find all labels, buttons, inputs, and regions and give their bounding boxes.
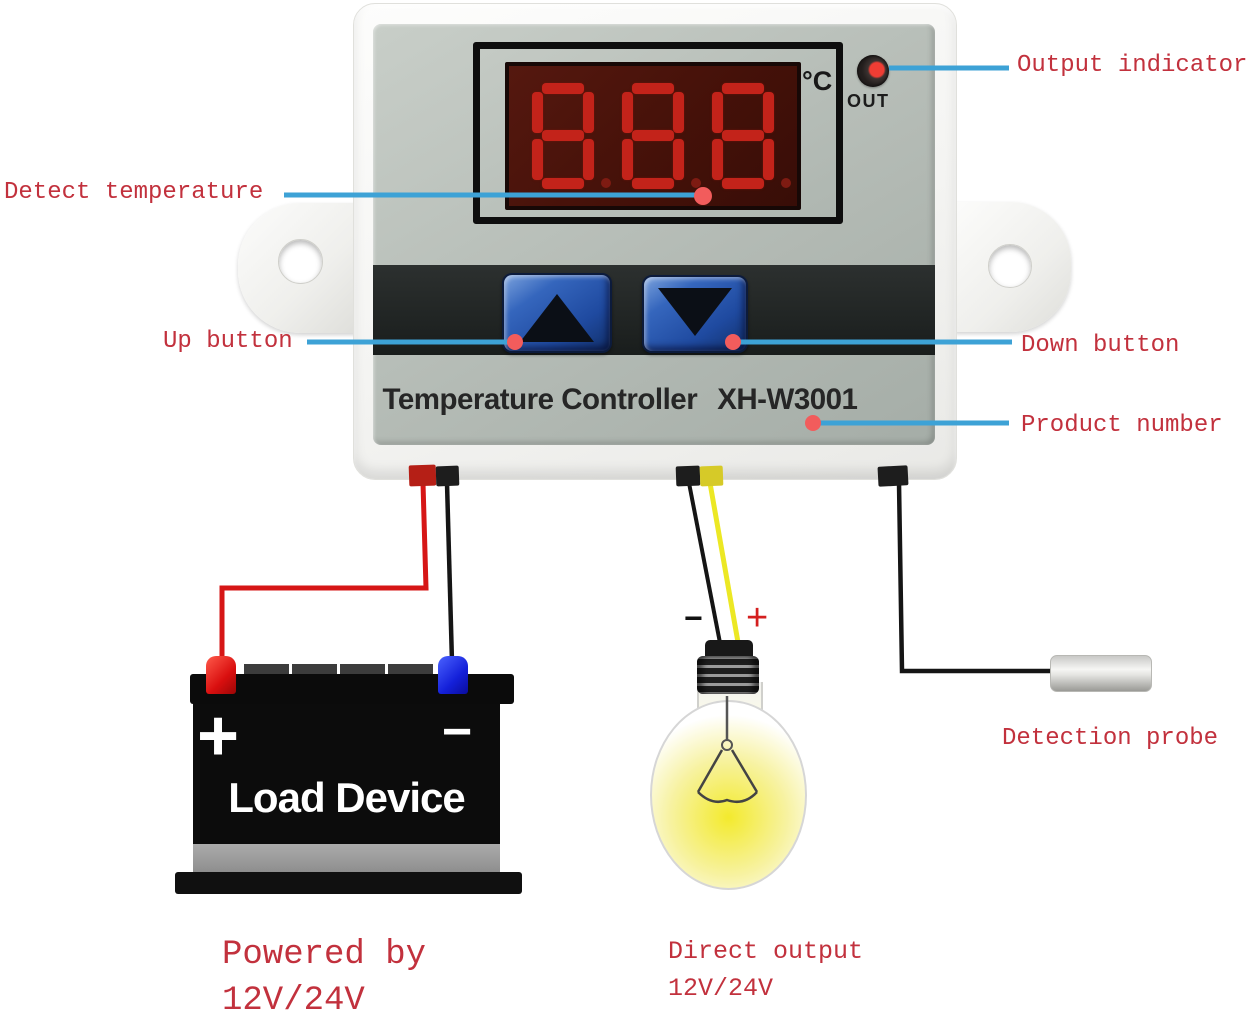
- battery-positive-terminal: [206, 656, 236, 694]
- label-down-button: Down button: [1021, 332, 1180, 359]
- bulb-minus-sign: −: [684, 600, 703, 636]
- label-detect-temperature: Detect temperature: [4, 179, 264, 206]
- bulb-screw-threads: [697, 656, 759, 694]
- label-output-indicator: Output indicator: [1017, 52, 1248, 79]
- powered-by-line2: 12V/24V: [222, 982, 365, 1020]
- down-arrow-icon: [658, 288, 732, 336]
- out-label: OUT: [847, 91, 890, 111]
- label-powered-by: Powered by 12V/24V: [222, 932, 426, 1022]
- terminal-power-red: [408, 464, 437, 487]
- decimal-point: [691, 178, 701, 188]
- battery-gray-band: [193, 844, 500, 872]
- mounting-ear-left: [238, 203, 362, 333]
- terminal-output-black: [675, 465, 701, 487]
- battery-negative-terminal: [438, 656, 468, 694]
- terminal-output-yellow: [699, 465, 724, 487]
- celsius-unit-label: °C: [802, 66, 833, 96]
- decimal-point: [781, 178, 791, 188]
- device-title-row: Temperature Controller XH-W3001: [339, 383, 901, 417]
- battery-minus-sign: −: [442, 703, 473, 761]
- battery-body: [193, 704, 500, 844]
- decimal-point: [601, 178, 611, 188]
- temperature-display: [505, 62, 801, 210]
- up-button[interactable]: [502, 273, 612, 353]
- screw-hole-right: [988, 244, 1032, 288]
- label-up-button: Up button: [163, 328, 293, 355]
- detection-probe: [1050, 655, 1152, 692]
- product-number-text: XH-W3001: [717, 383, 858, 416]
- light-bulb: [650, 700, 807, 890]
- display-digit: [532, 83, 611, 189]
- label-direct-output: Direct output 12V/24V: [668, 933, 863, 1007]
- label-detection-probe: Detection probe: [1002, 725, 1219, 752]
- up-arrow-icon: [520, 294, 594, 342]
- battery-base: [175, 872, 522, 894]
- device-title: Temperature Controller: [382, 383, 698, 416]
- output-indicator-led: [857, 55, 889, 87]
- powered-by-line1: Powered by: [222, 936, 427, 974]
- down-button[interactable]: [642, 275, 748, 353]
- display-digit: [712, 83, 791, 189]
- bulb-wire-yellow: [707, 482, 742, 649]
- power-wire-black: [444, 482, 455, 663]
- mounting-ear-right: [953, 202, 1071, 332]
- probe-wire-black: [896, 482, 1052, 674]
- terminal-power-black: [435, 465, 460, 487]
- power-wire-red: [219, 482, 429, 662]
- bulb-plus-sign: +: [746, 597, 769, 639]
- screw-hole-left: [278, 239, 323, 284]
- battery-plus-sign: +: [197, 696, 240, 776]
- direct-output-line2: 12V/24V: [668, 974, 774, 1003]
- label-product-number: Product number: [1021, 412, 1223, 439]
- terminal-probe-black: [877, 465, 909, 487]
- direct-output-line1: Direct output: [668, 937, 864, 966]
- display-digit: [622, 83, 701, 189]
- load-device-label: Load Device: [228, 774, 465, 821]
